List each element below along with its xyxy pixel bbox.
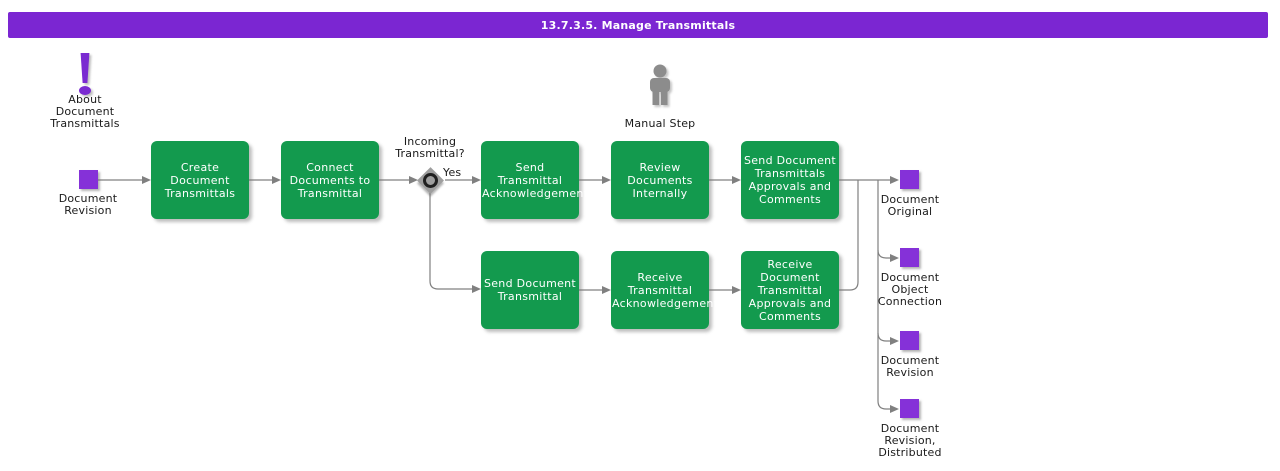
decision-yes-label: Yes	[443, 166, 462, 179]
connector-line	[877, 249, 891, 259]
connector-line-no-branch	[429, 192, 473, 290]
activity-connect-documents-to-transmittal[interactable]: Connect Documents to Transmittal	[281, 141, 379, 219]
document-revision-input-square[interactable]	[79, 170, 98, 189]
diagram-title-bar: 13.7.3.5. Manage Transmittals	[8, 12, 1268, 38]
activity-label: Send Document Transmittal	[483, 277, 577, 303]
manual-step-label: Manual Step	[624, 117, 696, 130]
activity-review-documents-internally[interactable]: Review Documents Internally	[611, 141, 709, 219]
document-revision-output-label: Document Revision	[880, 354, 940, 379]
activity-label: Send Document Transmittals Approvals and…	[743, 154, 837, 206]
activity-label: Receive Document Transmittal Approvals a…	[748, 257, 832, 323]
activity-label: Send Transmittal Acknowledgement	[482, 160, 589, 200]
document-revision-distributed-square[interactable]	[900, 399, 919, 418]
document-revision-output-square[interactable]	[900, 331, 919, 350]
document-revision-distributed-label: Document Revision, Distributed	[878, 422, 942, 459]
exclamation-icon[interactable]	[74, 53, 96, 95]
arrowhead-icon	[472, 176, 481, 184]
activity-send-document-transmittals-approvals[interactable]: Send Document Transmittals Approvals and…	[741, 141, 839, 219]
exclamation-dot	[79, 86, 91, 95]
activity-receive-transmittal-acknowledgement[interactable]: Receive Transmittal Acknowledgement	[611, 251, 719, 329]
activity-label: Connect Documents to Transmittal	[289, 160, 371, 200]
arrowhead-icon	[890, 254, 899, 262]
arrowheads	[142, 176, 899, 413]
connector-line	[877, 332, 891, 342]
activity-label: Review Documents Internally	[627, 160, 693, 200]
activity-label: Create Document Transmittals	[164, 160, 236, 200]
arrowhead-icon	[472, 285, 481, 293]
document-original-square[interactable]	[900, 170, 919, 189]
activity-send-transmittal-acknowledgement[interactable]: Send Transmittal Acknowledgement	[481, 141, 589, 219]
arrowhead-icon	[732, 176, 741, 184]
arrowhead-icon	[272, 176, 281, 184]
connector-lines	[98, 179, 891, 410]
document-revision-input-label: Document Revision	[58, 192, 118, 217]
exclamation-bar	[80, 53, 90, 83]
activity-send-document-transmittal[interactable]: Send Document Transmittal	[481, 251, 579, 329]
decision-question-label: Incoming Transmittal?	[395, 135, 465, 160]
connector-line	[877, 180, 891, 410]
document-object-connection-label: Document Object Connection	[877, 271, 943, 308]
arrowhead-icon	[890, 405, 899, 413]
arrowhead-icon	[732, 286, 741, 294]
arrowhead-icon	[142, 176, 151, 184]
arrowhead-icon	[890, 176, 899, 184]
page-title: 13.7.3.5. Manage Transmittals	[540, 18, 736, 32]
person-icon[interactable]	[646, 64, 674, 108]
activity-label: Receive Transmittal Acknowledgement	[612, 270, 719, 310]
activity-create-document-transmittals[interactable]: Create Document Transmittals	[151, 141, 249, 219]
arrowhead-icon	[602, 286, 611, 294]
arrowhead-icon	[602, 176, 611, 184]
document-object-connection-square[interactable]	[900, 248, 919, 267]
connector-line-merge	[839, 180, 859, 291]
activity-receive-document-transmittal-approvals[interactable]: Receive Document Transmittal Approvals a…	[741, 251, 839, 329]
about-document-transmittals-label: About Document Transmittals	[50, 93, 120, 130]
arrowhead-icon	[409, 176, 418, 184]
arrowhead-icon	[890, 337, 899, 345]
decision-gateway-ring	[423, 173, 438, 188]
document-original-label: Document Original	[880, 193, 940, 218]
